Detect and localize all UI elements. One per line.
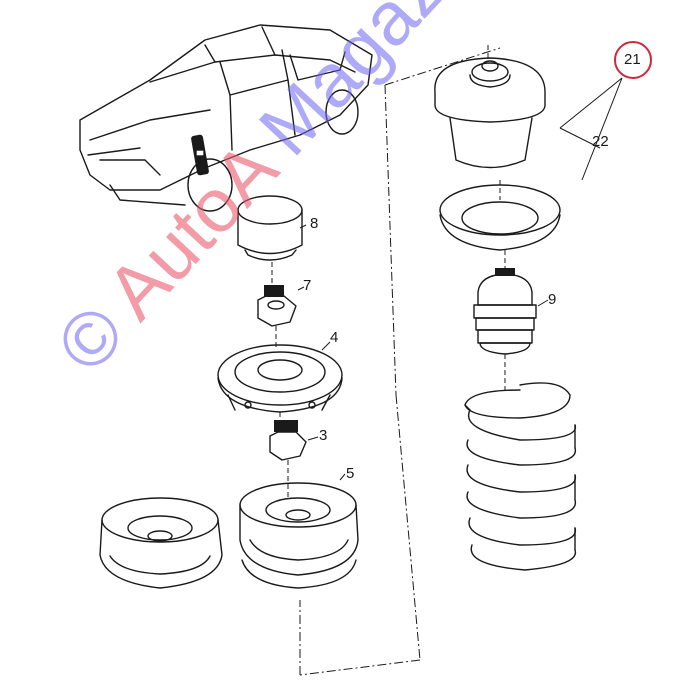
part-22-spring-seat [439, 180, 561, 251]
part-7-nut [257, 285, 297, 350]
callout-21-circle [614, 41, 652, 79]
callout-4: 4 [330, 329, 339, 346]
part-3-nut [269, 420, 307, 498]
callout-7: 7 [303, 277, 312, 294]
group-frame [299, 47, 501, 676]
callout-21: 21 [624, 51, 641, 68]
callout-9: 9 [548, 291, 557, 308]
callout-8: 8 [310, 215, 319, 232]
car-illustration [79, 24, 373, 212]
callout-22: 22 [592, 133, 609, 150]
callout-5: 5 [346, 465, 355, 482]
part-8-cap [237, 195, 303, 285]
part-4-mount-plate [217, 344, 343, 428]
leader-lines [297, 77, 623, 481]
part-9-bump-stop [473, 250, 537, 390]
coil-spring [464, 382, 577, 571]
part-21-upper-mount [434, 45, 546, 169]
strut-mount-alt [99, 497, 223, 589]
part-5-strut-mount [239, 482, 359, 589]
callout-3: 3 [319, 427, 328, 444]
